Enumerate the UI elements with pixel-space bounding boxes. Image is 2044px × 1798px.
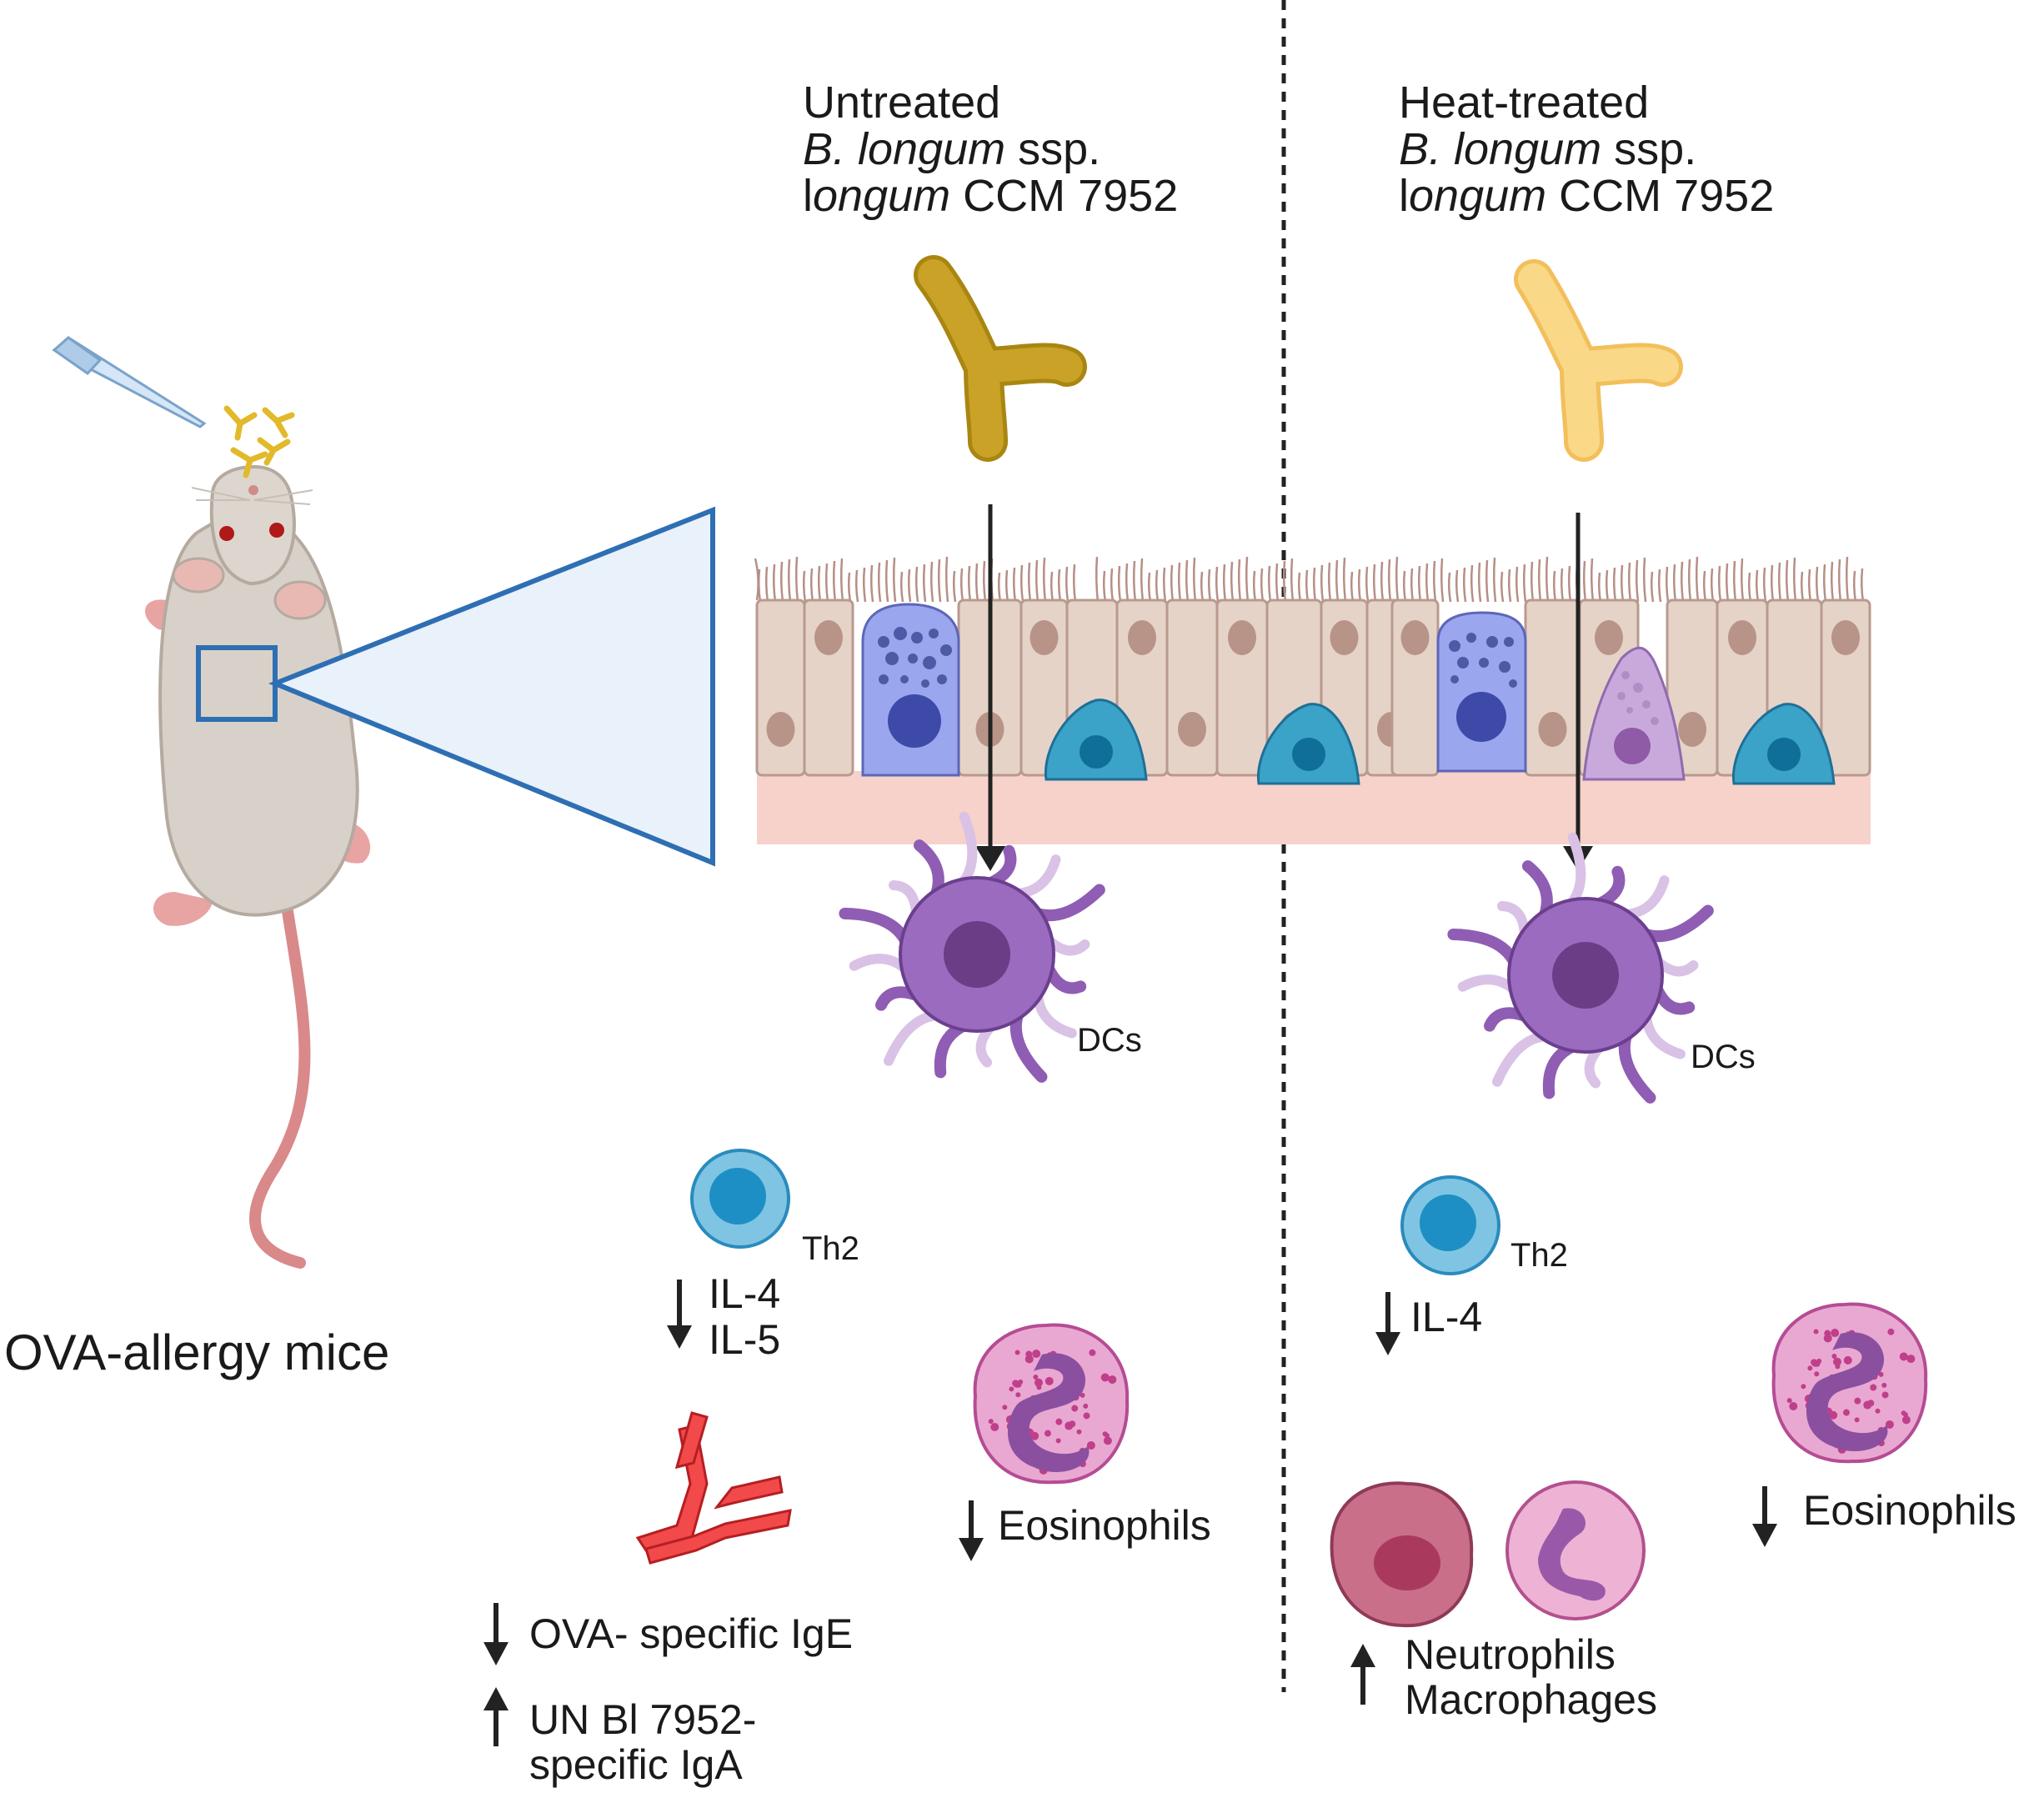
- untreated-title-line1: Untreated: [803, 78, 1001, 128]
- bacterium-untreated-icon: [914, 255, 1087, 462]
- ige-label: OVA- specific IgE: [529, 1610, 854, 1657]
- untreated-title: Untreated B. longum ssp. longum CCM 7952: [803, 79, 1178, 219]
- th2-cell-heat: [1400, 1175, 1500, 1275]
- heat-title-line2: B. longum ssp.: [1399, 124, 1697, 174]
- basal-cell: [1256, 703, 1360, 785]
- th2-label-heat: Th2: [1510, 1237, 1568, 1274]
- neutrophil-label: Neutrophils: [1405, 1631, 1616, 1678]
- dendritic-cell-untreated: [839, 811, 1105, 1083]
- eosinophil-label-heat: Eosinophils: [1803, 1487, 2016, 1534]
- mouse-illustration: [144, 464, 371, 1269]
- arrow-down-il4-heat: [1375, 1292, 1400, 1355]
- epithelial-cell: [1165, 598, 1219, 777]
- macrophage-label: Macrophages: [1405, 1676, 1657, 1723]
- goblet-cell: [861, 603, 960, 777]
- epithelium-layer: [754, 556, 1871, 844]
- heat-title-line1: Heat-treated: [1399, 78, 1650, 128]
- neutrophil-cell: [1505, 1480, 1646, 1620]
- untreated-title-line3: longum CCM 7952: [803, 171, 1179, 221]
- arrow-down-eosinophils-heat: [1752, 1486, 1777, 1547]
- arrow-down-ige: [483, 1603, 508, 1665]
- dc-label-heat: DCs: [1691, 1039, 1756, 1075]
- untreated-title-line2: B. longum ssp.: [803, 124, 1101, 174]
- epithelial-cell: [755, 598, 806, 777]
- epithelial-cell: [803, 598, 854, 777]
- zoom-triangle: [268, 506, 715, 867]
- heat-title-line3: longum CCM 7952: [1399, 171, 1775, 221]
- cytokine-il4-heat: IL-4: [1410, 1294, 1483, 1340]
- bacterium-heat-treated-icon: [1514, 259, 1683, 462]
- dendritic-cell-heat: [1447, 832, 1714, 1104]
- epithelial-cell: [1820, 598, 1871, 777]
- eosinophil-label-untreated: Eosinophils: [998, 1502, 1211, 1549]
- macrophage-cell: [1330, 1481, 1474, 1628]
- pipette-icon: [52, 336, 207, 428]
- antibody-icon: [635, 1411, 792, 1565]
- basal-cell: [1044, 699, 1148, 781]
- epithelial-cell: [1524, 598, 1581, 777]
- epithelial-cell: [1666, 598, 1719, 777]
- epithelial-cell: [1390, 598, 1440, 777]
- iga-label-line1: UN Bl 7952-: [529, 1696, 757, 1743]
- arrow-down-il: [667, 1280, 692, 1349]
- epithelial-cell: [1215, 598, 1269, 777]
- bacteria-cluster-icon: [223, 405, 295, 478]
- eosinophil-untreated: [973, 1323, 1130, 1485]
- cytokine-il5-untreated: IL-5: [709, 1316, 781, 1363]
- cytokine-il4-untreated: IL-4: [709, 1270, 781, 1317]
- th2-label-untreated: Th2: [802, 1230, 859, 1267]
- goblet-cell: [1436, 611, 1527, 773]
- eosinophil-heat: [1771, 1302, 1928, 1464]
- heat-treated-title: Heat-treated B. longum ssp. longum CCM 7…: [1399, 79, 1774, 219]
- arrow-up-iga: [483, 1687, 508, 1746]
- iga-label-line2: specific IgA: [529, 1741, 743, 1788]
- th2-cell-untreated: [690, 1149, 790, 1249]
- arrow-up-neutrophils: [1350, 1644, 1375, 1705]
- tuft-cell: [1582, 647, 1686, 781]
- dc-label-untreated: DCs: [1077, 1022, 1142, 1059]
- basal-cell: [1731, 703, 1836, 785]
- mouse-label: OVA-allergy mice: [4, 1325, 390, 1380]
- arrow-down-eosinophils-untreated: [959, 1500, 984, 1561]
